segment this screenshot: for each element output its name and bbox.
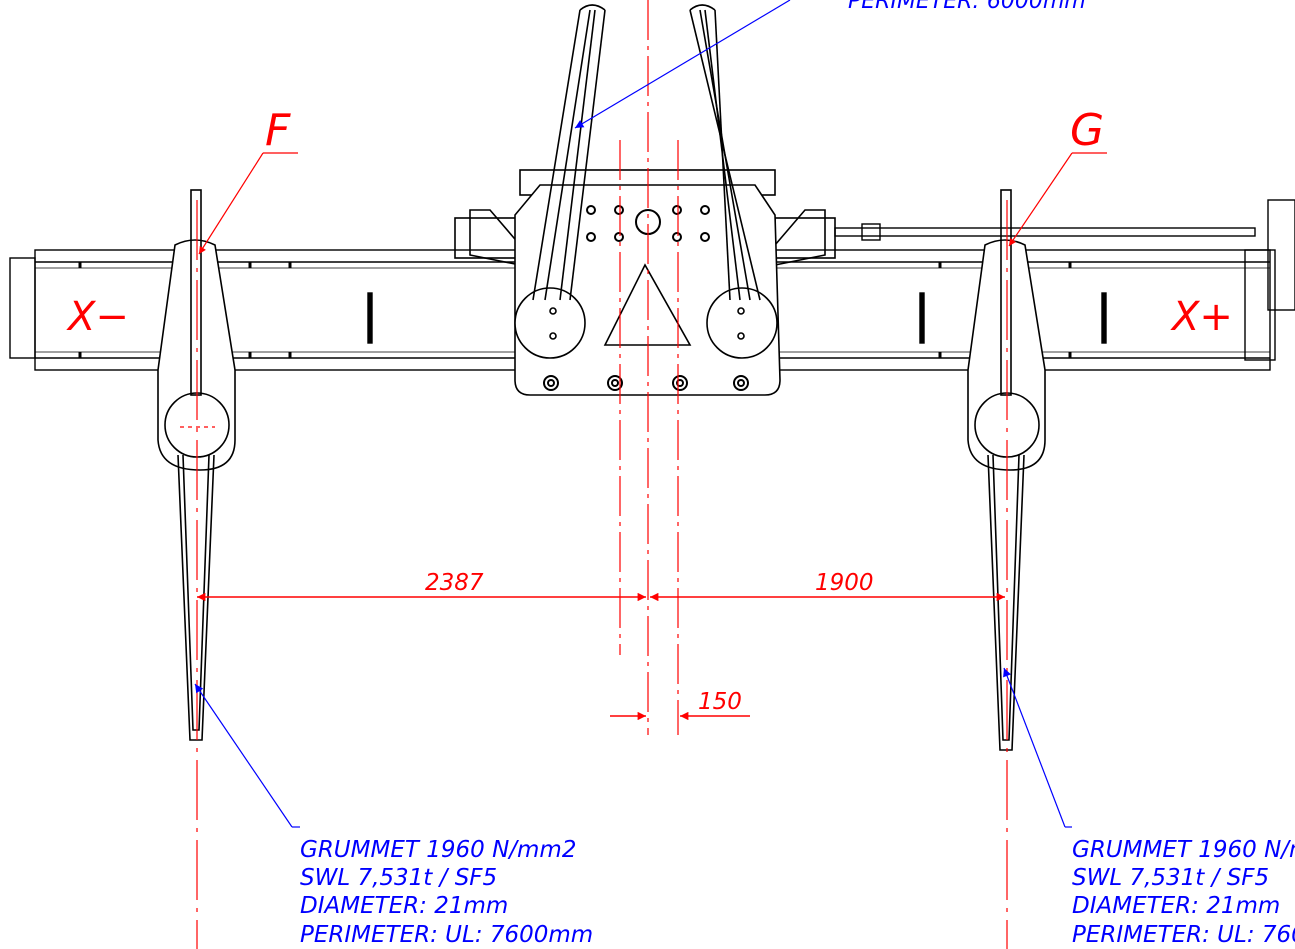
leader-g [1008,152,1073,247]
dimension-lines [197,592,1005,721]
note-left: GRUMMET 1960 N/mm2 SWL 7,531t / SF5 DIAM… [300,837,593,948]
leaders [194,0,1107,828]
svg-text:PERIMETER: UL: 7600mm: PERIMETER: UL: 7600mm [300,922,593,948]
right-padeye [967,189,1046,751]
leader-f [198,152,264,255]
svg-text:SWL 7,531t / SF5: SWL 7,531t / SF5 [1072,865,1269,891]
center-lines [180,0,1008,949]
leader-top [574,0,791,129]
dim-label-right: 1900 [815,570,874,596]
svg-text:PERIMETER: UL: 7600mm: PERIMETER: UL: 7600mm [1072,922,1295,948]
leader-left-note [194,683,293,828]
label-x-negative: X− [66,294,129,340]
note-right: GRUMMET 1960 N/mm2 SWL 7,531t / SF5 DIAM… [1072,837,1295,948]
label-f: F [265,105,291,156]
leader-right-note [1003,667,1066,828]
upper-slings [532,4,761,301]
dim-label-left: 2387 [425,570,484,596]
label-g: G [1070,105,1104,156]
svg-text:DIAMETER: 21mm: DIAMETER: 21mm [300,893,508,919]
svg-text:DIAMETER: 21mm: DIAMETER: 21mm [1072,893,1280,919]
top-note-text: PERIMETER: 6000mm [848,0,1086,14]
svg-text:GRUMMET 1960 N/mm2: GRUMMET 1960 N/mm2 [1072,837,1295,863]
central-block [454,169,836,396]
dim-label-offset: 150 [698,689,742,715]
svg-text:SWL 7,531t / SF5: SWL 7,531t / SF5 [300,865,497,891]
label-x-positive: X+ [1170,294,1233,340]
svg-text:GRUMMET 1960 N/mm2: GRUMMET 1960 N/mm2 [300,837,576,863]
